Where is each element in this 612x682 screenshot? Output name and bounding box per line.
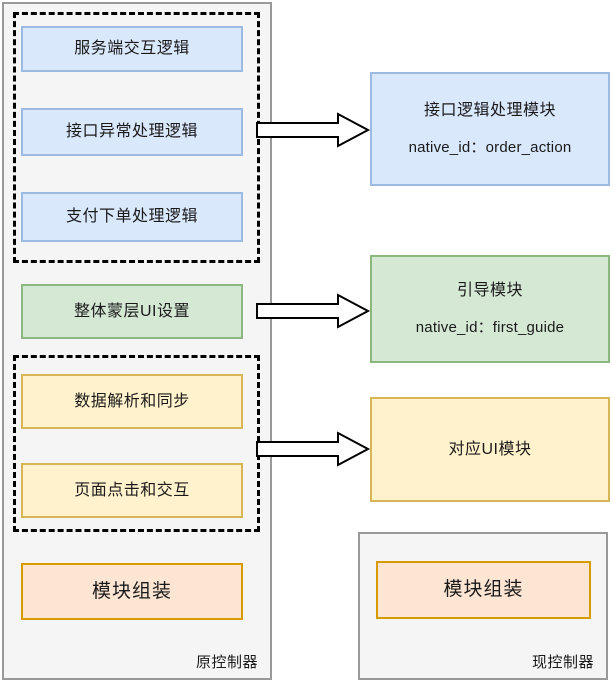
node-module-assembly-right[interactable]: 模块组装 bbox=[376, 561, 591, 619]
node-guide-module[interactable]: 引导模块 native_id：first_guide bbox=[370, 255, 610, 363]
arrow-ui-to-ui-module bbox=[256, 431, 371, 467]
node-label: 服务端交互逻辑 bbox=[74, 40, 190, 58]
node-interface-logic-module[interactable]: 接口逻辑处理模块 native_id：order_action bbox=[370, 72, 610, 186]
node-label: 数据解析和同步 bbox=[74, 392, 190, 410]
node-payment-order-logic[interactable]: 支付下单处理逻辑 bbox=[21, 192, 243, 242]
node-data-parse-sync[interactable]: 数据解析和同步 bbox=[21, 374, 243, 429]
node-server-interaction-logic[interactable]: 服务端交互逻辑 bbox=[21, 26, 243, 72]
module-native-id: native_id：first_guide bbox=[415, 318, 565, 336]
node-label: 页面点击和交互 bbox=[74, 481, 190, 499]
left-container-label: 原控制器 bbox=[195, 654, 258, 671]
node-label: 整体蒙层UI设置 bbox=[73, 302, 190, 320]
node-label: 模块组装 bbox=[91, 580, 172, 602]
module-title: 对应UI模块 bbox=[448, 440, 532, 458]
right-container-label: 现控制器 bbox=[531, 654, 594, 671]
node-interface-exception-logic[interactable]: 接口异常处理逻辑 bbox=[21, 108, 243, 156]
module-title: 接口逻辑处理模块 bbox=[423, 102, 556, 120]
node-label: 模块组装 bbox=[443, 579, 524, 601]
node-module-assembly-left[interactable]: 模块组装 bbox=[21, 563, 243, 620]
node-page-click-interaction[interactable]: 页面点击和交互 bbox=[21, 463, 243, 518]
arrow-mask-to-guide-module bbox=[256, 293, 371, 329]
module-native-id: native_id：order_action bbox=[408, 138, 572, 156]
arrow-logic-to-interface-module bbox=[256, 112, 371, 148]
node-ui-module[interactable]: 对应UI模块 bbox=[370, 397, 610, 502]
node-label: 支付下单处理逻辑 bbox=[65, 208, 198, 226]
module-title: 引导模块 bbox=[456, 282, 523, 300]
node-label: 接口异常处理逻辑 bbox=[65, 123, 198, 141]
node-mask-ui-settings[interactable]: 整体蒙层UI设置 bbox=[21, 284, 243, 339]
